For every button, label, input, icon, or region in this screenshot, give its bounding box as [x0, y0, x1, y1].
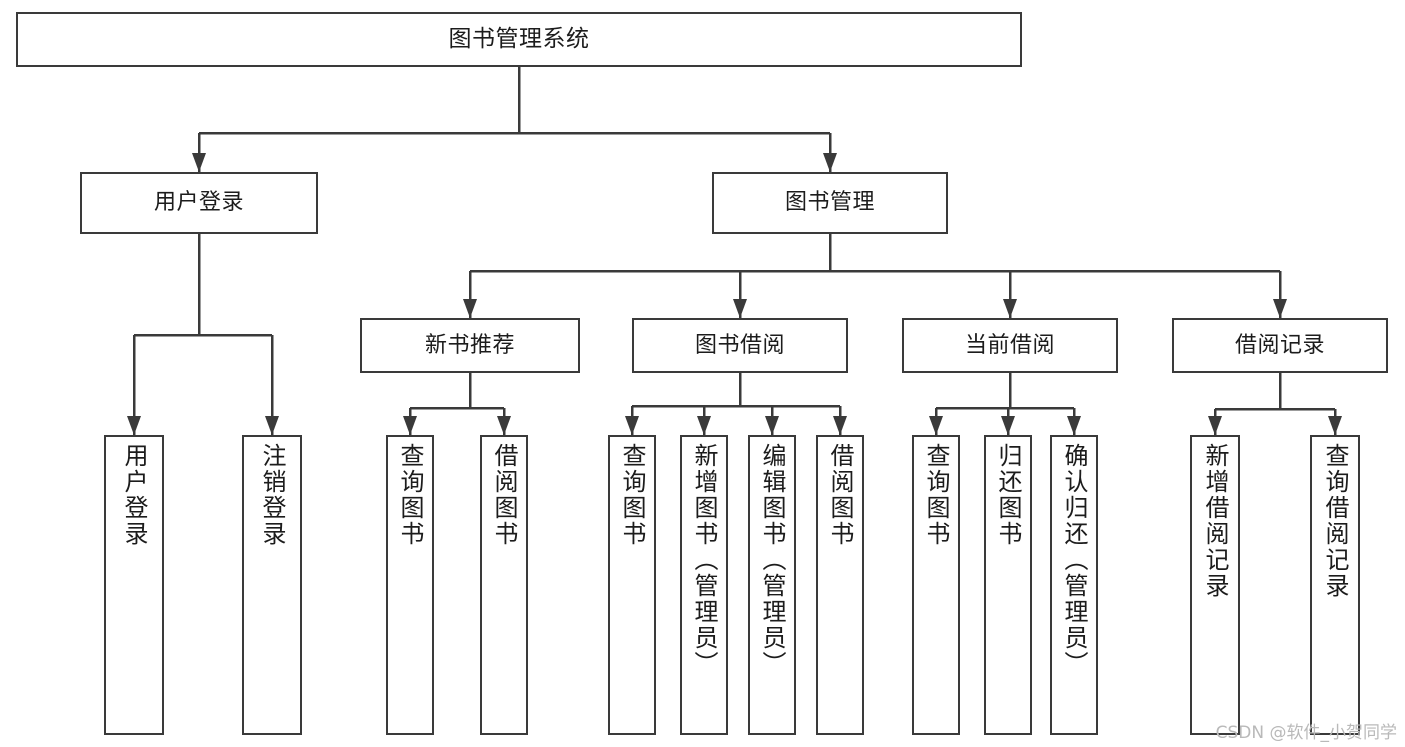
- leaf-confirm-return-admin[interactable]: 确认归还（管理员）: [1050, 435, 1098, 735]
- node-label: 图书管理系统: [448, 26, 590, 53]
- leaf-logout[interactable]: 注销登录: [242, 435, 302, 735]
- node-user-login[interactable]: 用户登录: [80, 172, 318, 234]
- node-new-book-recommendation[interactable]: 新书推荐: [360, 318, 580, 373]
- node-label: 查询图书: [618, 443, 646, 547]
- leaf-borrow-book-2[interactable]: 借阅图书: [816, 435, 864, 735]
- node-borrowing-records[interactable]: 借阅记录: [1172, 318, 1388, 373]
- node-label: 查询借阅记录: [1321, 443, 1349, 599]
- leaf-borrow-book-1[interactable]: 借阅图书: [480, 435, 528, 735]
- node-label: 归还图书: [994, 443, 1022, 547]
- leaf-query-borrow-record[interactable]: 查询借阅记录: [1310, 435, 1360, 735]
- node-label: 查询图书: [396, 443, 424, 547]
- node-label: 图书借阅: [694, 332, 785, 358]
- node-current-borrowing[interactable]: 当前借阅: [902, 318, 1118, 373]
- node-label: 新增借阅记录: [1201, 443, 1229, 599]
- node-label: 借阅图书: [490, 443, 518, 547]
- node-book-management[interactable]: 图书管理: [712, 172, 948, 234]
- node-root-library-system[interactable]: 图书管理系统: [16, 12, 1022, 67]
- node-label: 编辑图书（管理员）: [758, 443, 786, 677]
- node-label: 确认归还（管理员）: [1060, 443, 1088, 677]
- node-label: 图书管理: [784, 190, 875, 216]
- leaf-add-book-admin[interactable]: 新增图书（管理员）: [680, 435, 728, 735]
- node-label: 借阅图书: [826, 443, 854, 547]
- node-label: 查询图书: [922, 443, 950, 547]
- node-book-borrowing[interactable]: 图书借阅: [632, 318, 848, 373]
- node-label: 新书推荐: [424, 332, 515, 358]
- node-label: 用户登录: [153, 190, 244, 216]
- leaf-query-book-2[interactable]: 查询图书: [608, 435, 656, 735]
- csdn-watermark: CSDN @软件_小贺同学: [1215, 723, 1397, 743]
- node-label: 用户登录: [120, 443, 148, 547]
- leaf-user-login[interactable]: 用户登录: [104, 435, 164, 735]
- node-label: 注销登录: [258, 443, 286, 547]
- node-label: 当前借阅: [964, 332, 1055, 358]
- leaf-query-book-1[interactable]: 查询图书: [386, 435, 434, 735]
- leaf-add-borrow-record[interactable]: 新增借阅记录: [1190, 435, 1240, 735]
- leaf-edit-book-admin[interactable]: 编辑图书（管理员）: [748, 435, 796, 735]
- node-label: 新增图书（管理员）: [690, 443, 718, 677]
- leaf-query-book-3[interactable]: 查询图书: [912, 435, 960, 735]
- leaf-return-book[interactable]: 归还图书: [984, 435, 1032, 735]
- node-label: 借阅记录: [1234, 332, 1325, 358]
